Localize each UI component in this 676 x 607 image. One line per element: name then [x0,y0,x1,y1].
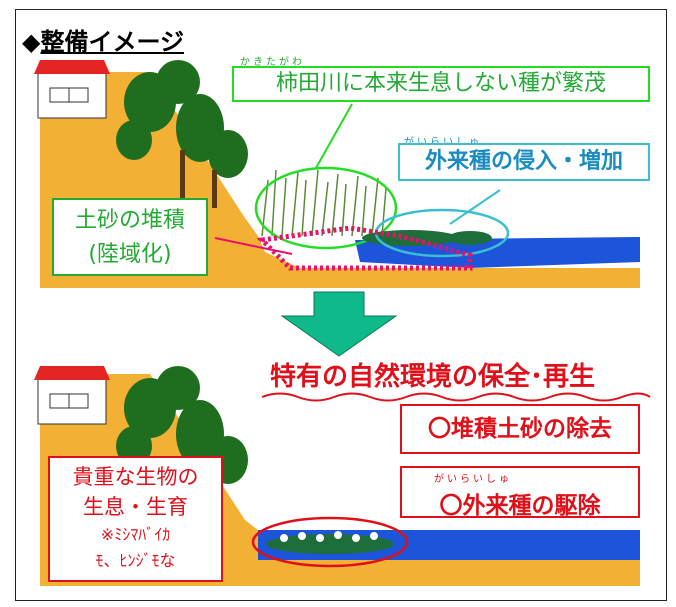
label-invasive: 外来種の侵入・増加 [398,143,650,181]
top-house [34,60,110,119]
heading-marker: ◆ [22,28,41,56]
pointer-sediment [214,237,293,255]
label-overgrowth: 柿田川に本来生息しない種が繁茂 [232,66,650,102]
native-outline [251,516,409,568]
invasive-ruby: がいらいしゅ [404,133,482,148]
action-invasive-box: がいらいしゅ 〇外来種の駆除 [400,466,640,519]
species-line2: 生息・生育 [83,495,188,519]
label-sediment: 土砂の堆積 (陸域化) [52,198,208,276]
pointer-invasive [449,189,501,225]
transition-arrow [280,291,398,357]
native-plants [266,531,394,554]
species-line1: 貴重な生物の [72,465,199,489]
top-trees [116,60,248,208]
label-sediment-line2: (陸域化) [88,242,172,267]
heading-text: 整備イメージ [40,28,184,56]
overgrowth-ruby: かきたがわ [240,57,305,68]
species-line4: ﾓ、ﾋﾝｼﾞﾓな [95,551,176,570]
top-reeds [261,169,387,237]
title-wave [261,392,651,402]
species-line3: ※ﾐｼﾏﾊﾞｲｶ [100,525,171,544]
action-sediment-removal: 〇堆積土砂の除去 [400,404,640,454]
invasive-plants [362,230,492,246]
diagram-heading: ◆整備イメージ [22,22,184,57]
label-sediment-line1: 土砂の堆積 [74,208,185,233]
sediment-outline [256,225,473,271]
action-invasive-ruby: がいらいしゅ [434,474,512,485]
action-invasive-removal: 〇外来種の駆除 [439,493,601,519]
label-rare-species: 貴重な生物の 生息・生育 ※ﾐｼﾏﾊﾞｲｶ ﾓ、ﾋﾝｼﾞﾓな [48,456,223,582]
pointer-overgrowth [315,103,353,169]
bottom-house [34,366,110,425]
conservation-title: 特有の自然環境の保全･再生 [270,362,596,392]
overgrowth-outline [254,166,398,250]
